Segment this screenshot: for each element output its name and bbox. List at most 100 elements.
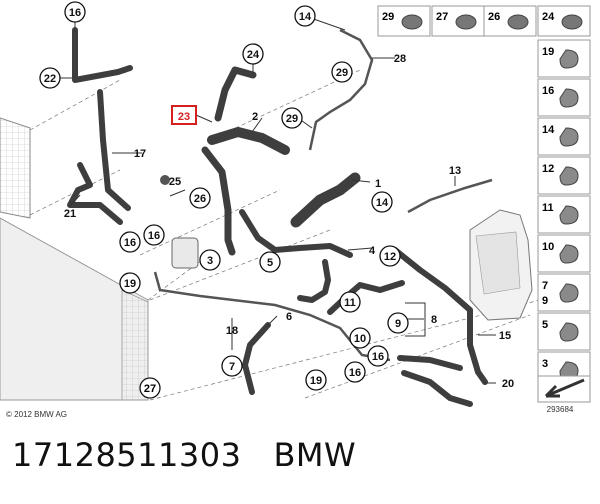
callout-22: 22: [44, 73, 56, 85]
side-panel-item-12: 12: [537, 156, 591, 195]
callout-9: 9: [395, 318, 401, 330]
side-panel-item-10: 10: [537, 234, 591, 273]
callout-29: 29: [286, 113, 298, 125]
svg-text:27: 27: [436, 11, 448, 23]
callout-28: 28: [394, 53, 406, 65]
side-panel-item-16: 16: [537, 78, 591, 117]
part-number: 17128511303: [12, 436, 242, 474]
callout-circle-5: [259, 251, 281, 273]
callout-circle-16: [64, 1, 86, 23]
callout-16: 16: [148, 230, 160, 242]
side-panel-arrow-box: [537, 375, 591, 403]
callout-16: 16: [124, 237, 136, 249]
callout-17: 17: [134, 148, 146, 160]
copyright-text: © 2012 BMW AG: [6, 410, 67, 419]
side-panel-item-27: 27: [431, 5, 485, 37]
side-panel-item-14: 14: [537, 117, 591, 156]
callout-circle-7: [221, 355, 243, 377]
coolant-pump: [160, 175, 199, 269]
callout-circle-14: [371, 191, 393, 213]
leader-lines: [60, 15, 496, 384]
pipes: [153, 28, 493, 362]
callout-2: 2: [252, 111, 258, 123]
callout-16: 16: [69, 7, 81, 19]
callout-10: 10: [354, 333, 366, 345]
callout-circle-16: [367, 345, 389, 367]
svg-text:12: 12: [542, 163, 554, 175]
radiator-lower: [0, 217, 149, 401]
callout-circle-29: [281, 107, 303, 129]
callout-circle-27: [139, 377, 161, 399]
callout-19: 19: [124, 278, 136, 290]
callout-circle-11: [339, 291, 361, 313]
callout-circle-22: [39, 67, 61, 89]
svg-text:10: 10: [542, 241, 554, 253]
side-panel-item-7: 79: [537, 273, 591, 312]
figure-id: 293684: [547, 405, 574, 414]
callout-7: 7: [229, 361, 235, 373]
callout-circle-16: [143, 224, 165, 246]
callout-3: 3: [207, 255, 213, 267]
callout-circle-10: [349, 327, 371, 349]
callout-27: 27: [144, 383, 156, 395]
svg-text:5: 5: [542, 319, 548, 331]
highlighted-callout-text: 23: [178, 111, 190, 123]
callout-16: 16: [372, 351, 384, 363]
side-panel-item-19: 19: [537, 39, 591, 78]
callout-circle-16: [119, 231, 141, 253]
callout-12: 12: [384, 251, 396, 263]
callout-4: 4: [369, 245, 376, 257]
callout-21: 21: [64, 208, 76, 220]
svg-text:26: 26: [488, 11, 500, 23]
side-panel-item-26: 26: [483, 5, 537, 37]
callout-circle-14: [294, 5, 316, 27]
callout-circle-29: [331, 61, 353, 83]
callout-circle-24: [242, 43, 264, 65]
callout-18: 18: [226, 325, 238, 337]
callout-circle-19: [119, 272, 141, 294]
callout-circle-16: [344, 361, 366, 383]
callout-circle-26: [189, 187, 211, 209]
callout-19: 19: [310, 375, 322, 387]
svg-text:3: 3: [542, 358, 548, 370]
svg-text:11: 11: [542, 202, 554, 214]
callout-15: 15: [499, 330, 511, 342]
callout-14: 14: [376, 197, 389, 209]
svg-text:7: 7: [542, 280, 548, 292]
bracket-8: [405, 302, 426, 337]
side-panel-item-29: 29: [377, 5, 431, 37]
callout-11: 11: [344, 297, 356, 309]
svg-text:29: 29: [382, 11, 394, 23]
callout-16: 16: [349, 367, 361, 379]
callout-8: 8: [431, 314, 437, 326]
brand-name: BMW: [273, 436, 357, 474]
side-panel-item-24: 24: [537, 5, 591, 37]
svg-text:24: 24: [542, 11, 555, 23]
callout-20: 20: [502, 378, 514, 390]
callout-24: 24: [247, 49, 260, 61]
callout-14: 14: [299, 11, 312, 23]
callout-circle-9: [387, 312, 409, 334]
svg-text:14: 14: [542, 124, 555, 136]
callout-6: 6: [286, 311, 292, 323]
expansion-tank: [469, 209, 533, 321]
callout-circle-19: [305, 369, 327, 391]
svg-text:9: 9: [542, 295, 548, 307]
svg-text:19: 19: [542, 46, 554, 58]
caption: 17128511303 BMW: [12, 436, 356, 474]
callout-circle-12: [379, 245, 401, 267]
highlighted-callout: 23: [171, 105, 197, 125]
side-panel-item-5: 5: [537, 312, 591, 351]
callout-5: 5: [267, 257, 273, 269]
callout-circle-3: [199, 249, 221, 271]
callout-25: 25: [169, 176, 181, 188]
side-panel-item-11: 11: [537, 195, 591, 234]
hoses: [67, 27, 488, 407]
svg-text:16: 16: [542, 85, 554, 97]
callout-1: 1: [375, 178, 381, 190]
callout-26: 26: [194, 193, 206, 205]
radiator-upper: [0, 117, 31, 219]
